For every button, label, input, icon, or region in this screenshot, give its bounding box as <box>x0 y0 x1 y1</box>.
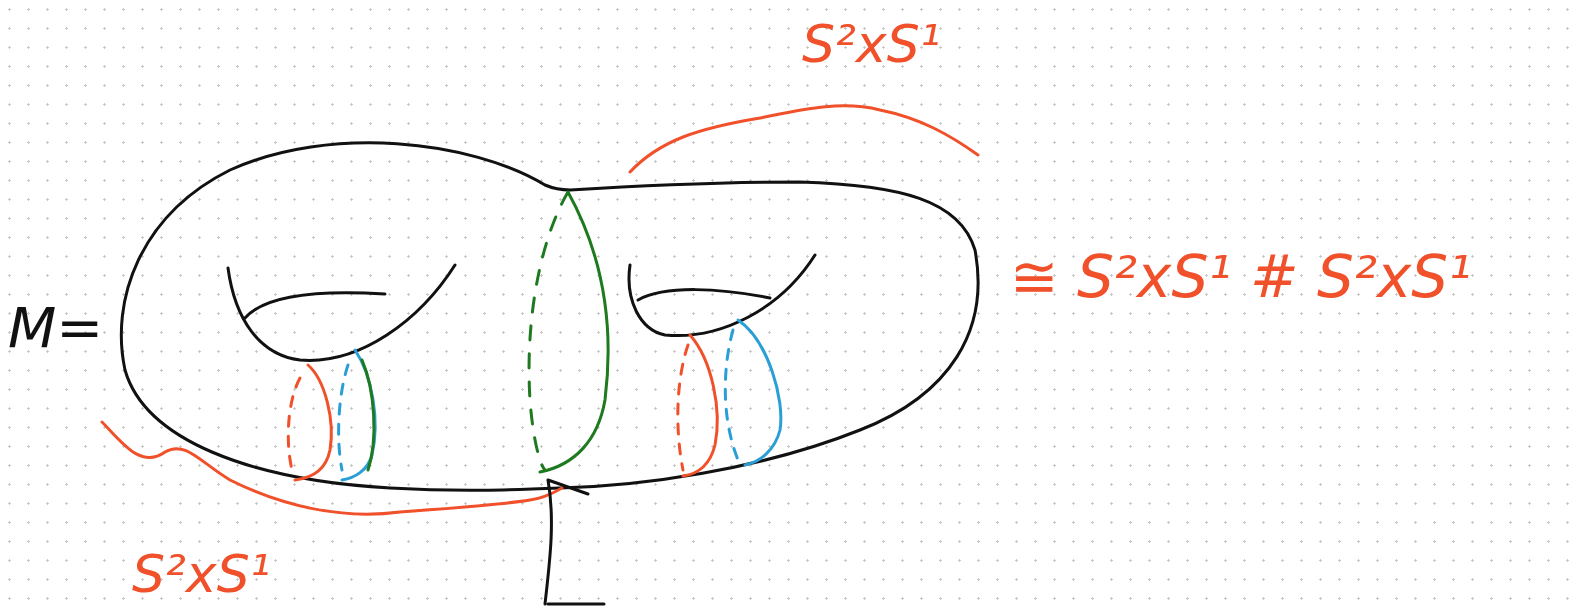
meridian <box>288 378 300 470</box>
hole <box>245 293 385 318</box>
hole <box>638 290 770 300</box>
homeomorphism-label: ≅ S²xS¹ # S²xS¹ <box>1010 248 1471 306</box>
pointer-arrow <box>545 480 604 604</box>
separating-sphere <box>529 192 568 470</box>
meridian <box>295 365 331 480</box>
meridian <box>678 345 688 470</box>
wavy-bracket <box>630 106 978 172</box>
wavy-bracket <box>102 422 562 514</box>
meridian <box>362 360 374 470</box>
meridian <box>738 320 781 465</box>
separating-sphere <box>540 192 608 472</box>
manifold-name: M= <box>8 300 103 356</box>
surface-outline <box>121 143 978 490</box>
meridian <box>339 365 348 470</box>
meridian <box>683 335 717 476</box>
meridian <box>725 330 738 460</box>
manifold-label: S²xS¹ <box>132 548 270 600</box>
manifold-label: S²xS¹ <box>802 18 940 70</box>
hole <box>228 265 455 360</box>
hole <box>629 255 815 336</box>
